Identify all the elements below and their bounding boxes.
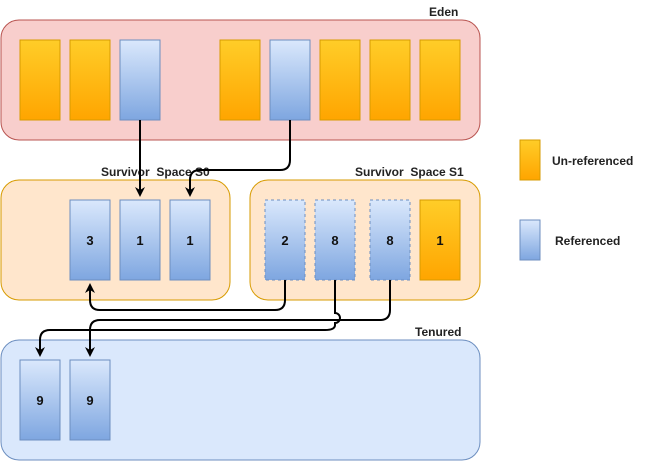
tenured-object-referenced bbox=[69, 359, 111, 441]
s1-object-referenced bbox=[264, 199, 306, 281]
legend-unreferenced-swatch bbox=[519, 139, 541, 181]
s0-object-age: 3 bbox=[86, 233, 93, 248]
eden-object-unreferenced bbox=[319, 39, 361, 121]
s1-object-referenced bbox=[314, 199, 356, 281]
s1-object-age: 8 bbox=[386, 233, 393, 248]
s0-object-referenced bbox=[119, 199, 161, 281]
gc-arrows bbox=[35, 120, 391, 357]
eden-object-referenced bbox=[269, 39, 311, 121]
s0-object-referenced bbox=[69, 199, 111, 281]
legend-referenced-swatch bbox=[519, 219, 541, 261]
s0-object-referenced bbox=[169, 199, 211, 281]
tenured-region bbox=[0, 339, 481, 461]
s1-object-referenced bbox=[369, 199, 411, 281]
survivor-s1-objects: 2 8 8 1 bbox=[264, 199, 461, 281]
survivor-s0-label: Survivor Space S0 bbox=[101, 165, 210, 179]
tenured-object-age: 9 bbox=[36, 393, 43, 408]
eden-object-unreferenced bbox=[419, 39, 461, 121]
tenured-object-referenced bbox=[19, 359, 61, 441]
legend-unreferenced-label: Un-referenced bbox=[552, 154, 633, 168]
eden-objects bbox=[19, 39, 461, 121]
s0-object-age: 1 bbox=[186, 233, 193, 248]
arrow-s1-to-tenured-b bbox=[85, 280, 391, 357]
eden-object-unreferenced bbox=[369, 39, 411, 121]
eden-object-referenced bbox=[119, 39, 161, 121]
s1-object-unreferenced bbox=[419, 199, 461, 281]
s1-object-age: 8 bbox=[331, 233, 338, 248]
arrow-s1-to-s0 bbox=[85, 280, 286, 311]
s0-object-age: 1 bbox=[136, 233, 143, 248]
s1-object-age: 1 bbox=[436, 233, 443, 248]
eden-object-unreferenced bbox=[69, 39, 111, 121]
tenured-label: Tenured bbox=[415, 325, 461, 339]
s1-object-age: 2 bbox=[281, 233, 288, 248]
eden-object-unreferenced bbox=[219, 39, 261, 121]
eden-label: Eden bbox=[429, 5, 458, 19]
survivor-s1-label: Survivor Space S1 bbox=[355, 165, 464, 179]
legend-referenced-label: Referenced bbox=[555, 234, 620, 248]
eden-object-unreferenced bbox=[19, 39, 61, 121]
arrow-eden-to-s0-b bbox=[185, 120, 291, 197]
tenured-object-age: 9 bbox=[86, 393, 93, 408]
survivor-s0-objects: 3 1 1 bbox=[69, 199, 211, 281]
arrow-s1-to-tenured-a bbox=[35, 280, 341, 357]
